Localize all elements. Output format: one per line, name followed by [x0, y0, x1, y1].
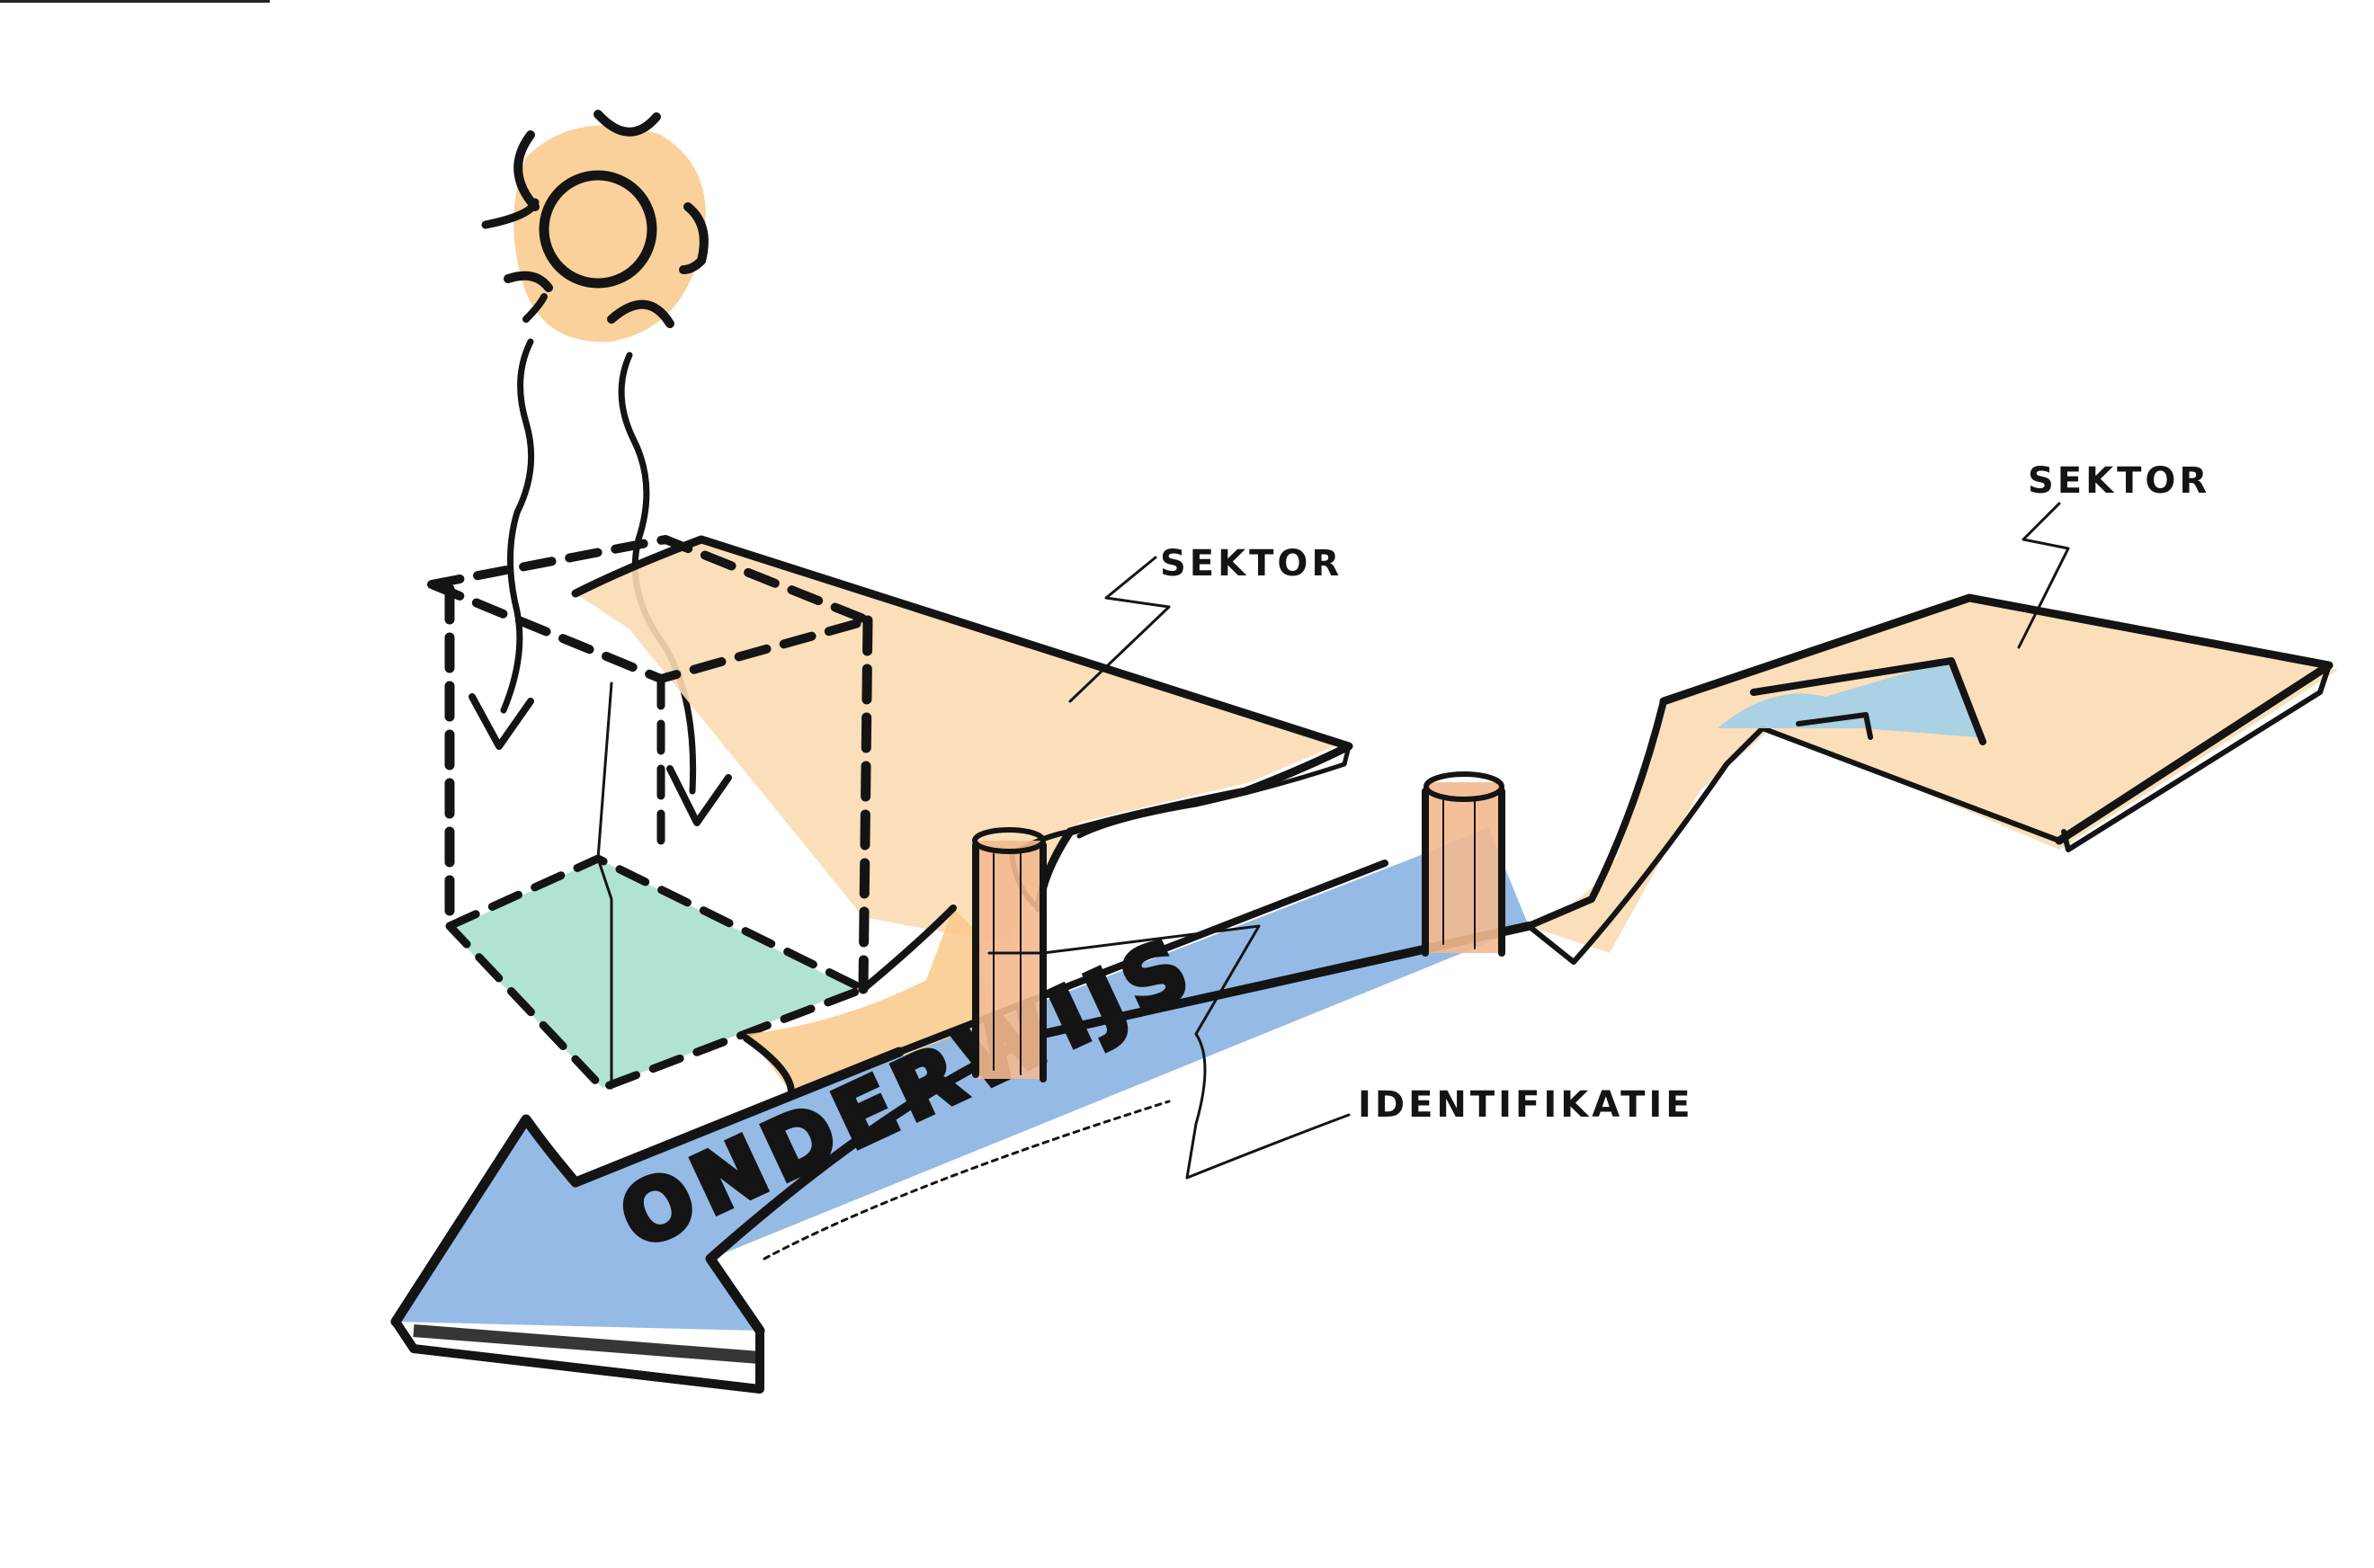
identifikatie-pillar-right [1422, 771, 1505, 957]
arrow-hatch [413, 1324, 761, 1364]
left-sector-slab [571, 535, 1353, 944]
leader-lines [987, 502, 2070, 1180]
dashed-volume [427, 535, 873, 1092]
label-sektor-right: SEKTOR [2028, 460, 2210, 502]
right-sector-slab [1525, 593, 2338, 965]
label-sektor-left: SEKTOR [1160, 543, 1343, 584]
label-identifikatie: IDENTIFIKATIE [1358, 1084, 1694, 1126]
sun-icon [481, 110, 709, 343]
identifikatie-pillar-left [972, 827, 1047, 1082]
